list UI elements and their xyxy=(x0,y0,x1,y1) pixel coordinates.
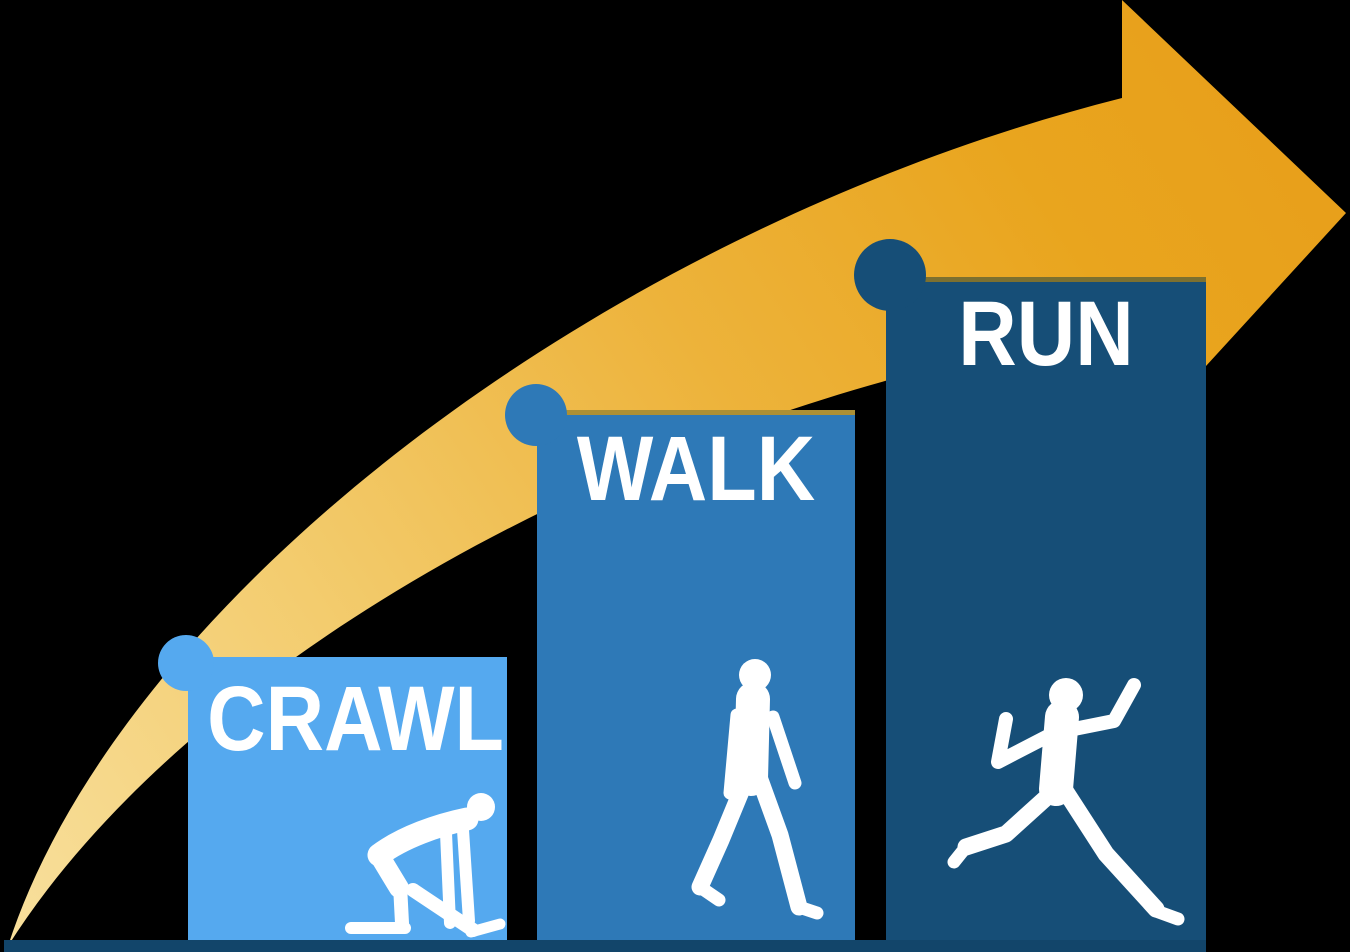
crawl-corner-dot xyxy=(158,635,214,691)
bar-run: RUN xyxy=(854,239,1206,940)
crawling-person-icon xyxy=(345,793,506,938)
walk-bar-top-edge xyxy=(537,410,855,415)
walking-person-icon xyxy=(691,659,824,920)
ground-baseline xyxy=(4,940,1206,952)
walk-label: WALK xyxy=(576,418,816,520)
crawl-label: CRAWL xyxy=(207,668,504,770)
bar-walk: WALK xyxy=(505,384,855,940)
run-label: RUN xyxy=(958,283,1134,385)
running-person-icon xyxy=(947,678,1185,926)
walk-corner-dot xyxy=(505,384,567,446)
run-corner-dot xyxy=(854,239,926,311)
bar-crawl: CRAWL xyxy=(158,635,507,940)
run-bar-top-edge xyxy=(886,277,1206,282)
growth-arrow-shape xyxy=(8,0,1346,946)
